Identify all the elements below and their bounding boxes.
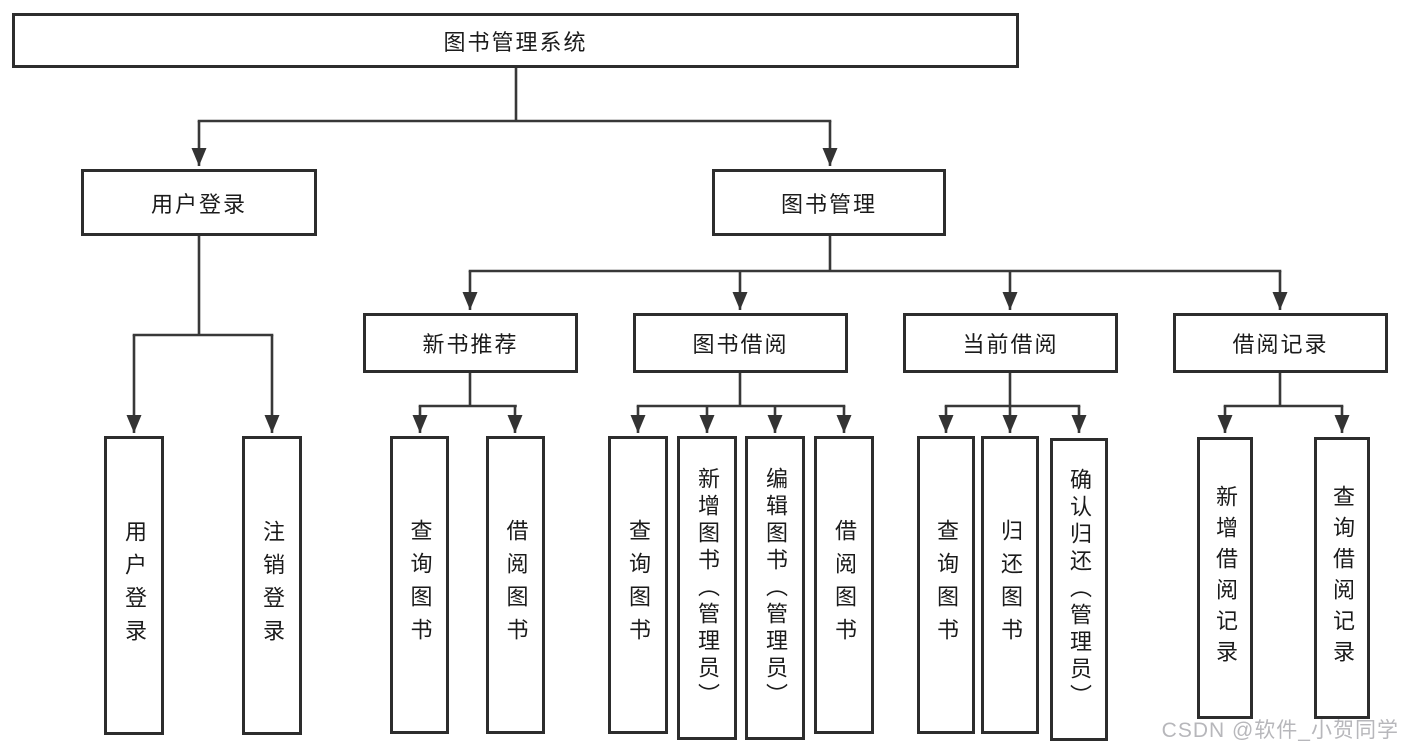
node-borrow-record: 借阅记录	[1173, 313, 1388, 373]
leaf-query-books-recommend: 查询图书	[390, 436, 449, 734]
leaf-logout: 注销登录	[242, 436, 302, 735]
leaf-query-books-borrow: 查询图书	[608, 436, 668, 734]
leaf-confirm-return-admin: 确认归还（管理员）	[1050, 438, 1108, 741]
leaf-borrow-books-recommend: 借阅图书	[486, 436, 545, 734]
leaf-user-login: 用户登录	[104, 436, 164, 735]
leaf-borrow-books: 借阅图书	[814, 436, 874, 734]
node-new-book-recommend: 新书推荐	[363, 313, 578, 373]
leaf-add-borrow-record: 新增借阅记录	[1197, 437, 1253, 719]
leaf-return-books: 归还图书	[981, 436, 1039, 734]
root-node-library-management-system: 图书管理系统	[12, 13, 1019, 68]
node-user-login: 用户登录	[81, 169, 317, 236]
leaf-query-books-current: 查询图书	[917, 436, 975, 734]
node-current-borrow: 当前借阅	[903, 313, 1118, 373]
node-book-management: 图书管理	[712, 169, 946, 236]
leaf-edit-book-admin: 编辑图书（管理员）	[745, 436, 805, 740]
leaf-query-borrow-record: 查询借阅记录	[1314, 437, 1370, 719]
node-book-borrow: 图书借阅	[633, 313, 848, 373]
watermark: CSDN @软件_小贺同学	[1161, 719, 1399, 742]
leaf-add-book-admin: 新增图书（管理员）	[677, 436, 737, 740]
